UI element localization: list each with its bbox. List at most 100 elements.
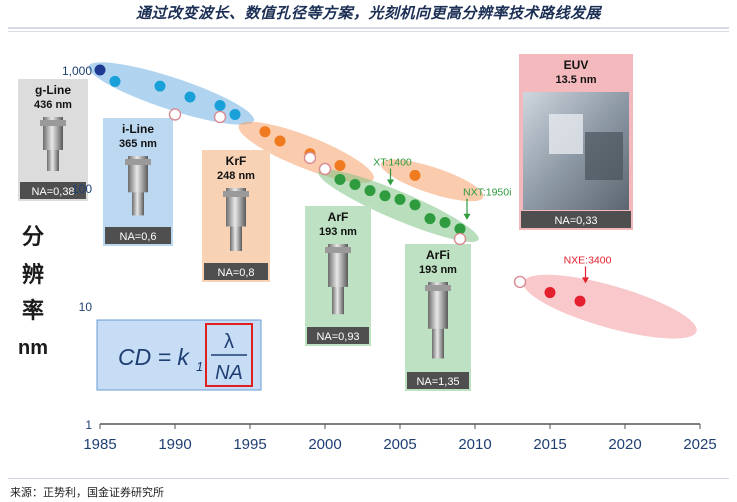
y-tick-label: 1: [85, 418, 92, 432]
na-label-bg: [204, 263, 268, 280]
na-label-bg: [105, 227, 171, 244]
y-tick-label: 100: [72, 182, 92, 196]
hollow-point-5: [513, 275, 527, 289]
na-label-bg: [20, 182, 86, 199]
source-note: 来源：正势利，国金证券研究所: [10, 486, 164, 499]
hollow-point-4: [453, 232, 467, 246]
euv-machine-part: [585, 132, 623, 180]
lens-image: [128, 156, 148, 193]
na-label-bg: [407, 372, 469, 389]
footer-rule: [8, 478, 729, 479]
annotation-arrowhead: [582, 277, 589, 284]
tech-name: g-Line: [35, 83, 71, 97]
na-label-bg: [521, 211, 631, 228]
y-tick-label: 10: [79, 300, 93, 314]
lens-image: [432, 328, 444, 359]
x-tick-label: 2015: [533, 436, 566, 453]
x-tick-label: 2000: [308, 436, 341, 453]
tech-box-euv: EUV 13.5 nm NA=0,33: [519, 54, 633, 230]
era-band-0: [88, 62, 255, 125]
hollow-point-0: [168, 108, 182, 121]
data-points: [94, 64, 586, 307]
data-point-s0-0: [94, 64, 106, 76]
chart-title: 通过改变波长、数值孔径等方案，光刻机向更高分辨率技术路线发展: [135, 4, 601, 22]
annotation-arrowhead: [387, 179, 394, 186]
y-tick-label: 1,000: [62, 64, 92, 78]
data-point-s1-4: [229, 108, 241, 120]
lens-image: [40, 120, 66, 126]
x-tick-label: 2025: [683, 436, 716, 453]
title-rule: [8, 27, 729, 29]
annotation-label: XT:1400: [373, 157, 412, 169]
data-point-s2-4: [409, 169, 421, 181]
lens-image: [428, 282, 448, 329]
tech-wavelength: 436 nm: [34, 99, 72, 111]
tech-wavelength: 248 nm: [217, 170, 255, 182]
x-tick-label: 1990: [158, 436, 191, 453]
euv-machine-part: [549, 114, 583, 154]
na-label: NA=1,35: [416, 376, 459, 388]
data-point-s3-2: [364, 185, 376, 197]
tech-name: KrF: [226, 154, 247, 168]
data-point-s4-1: [574, 295, 586, 307]
tech-name: ArFi: [426, 248, 450, 262]
data-point-s3-6: [424, 213, 436, 225]
lens-image: [325, 247, 351, 253]
annotation-label: NXT:1950i: [463, 187, 511, 199]
y-axis-label-char: 辨: [22, 262, 44, 287]
data-point-s3-3: [379, 190, 391, 202]
annotation-label: NXE:3400: [564, 254, 612, 266]
na-label: NA=0,93: [316, 331, 359, 343]
formula-subscript: 1: [196, 359, 203, 374]
data-point-s2-0: [259, 126, 271, 138]
na-label: NA=0,6: [120, 231, 157, 243]
data-point-s3-4: [394, 193, 406, 205]
tech-box-arf: ArF 193 nm NA=0,93: [305, 206, 371, 346]
x-tick-label: 2005: [383, 436, 416, 453]
data-point-s3-8: [454, 223, 466, 235]
lens-image: [332, 286, 344, 315]
tech-wavelength: 13.5 nm: [556, 74, 597, 86]
data-point-s1-3: [214, 100, 226, 112]
x-tick-label: 2020: [608, 436, 641, 453]
data-point-s2-3: [334, 160, 346, 172]
era-band-2: [380, 159, 484, 202]
tech-wavelength: 193 nm: [419, 264, 457, 276]
tech-name: i-Line: [122, 122, 154, 136]
y-axis-label-char: nm: [18, 337, 48, 359]
na-label: NA=0,33: [554, 215, 597, 227]
x-tick-label: 1995: [233, 436, 266, 453]
lens-image: [425, 285, 451, 291]
formula-denominator: NA: [215, 362, 243, 384]
era-band-4: [523, 274, 697, 339]
data-point-s3-7: [439, 217, 451, 229]
annotation-arrowhead: [463, 213, 471, 220]
tech-wavelength: 193 nm: [319, 226, 357, 238]
lens-image: [230, 226, 242, 251]
data-point-s3-5: [409, 199, 421, 211]
tech-name: ArF: [328, 210, 349, 224]
hollow-point-1: [213, 110, 227, 124]
lens-image: [125, 159, 151, 165]
data-point-s1-2: [184, 91, 196, 103]
tech-box-arfi: ArFi 193 nm NA=1,35: [405, 244, 471, 391]
lens-image: [223, 191, 249, 197]
x-tick-label: 1985: [83, 436, 116, 453]
data-point-s1-1: [154, 80, 166, 92]
formula-lhs: CD = k: [118, 344, 190, 370]
tech-name: EUV: [564, 58, 589, 72]
y-axis-label-char: 率: [22, 298, 44, 323]
title-rule-thin: [8, 31, 729, 32]
lens-image: [47, 150, 59, 171]
y-axis-label-char: 分: [22, 224, 44, 249]
lens-image: [226, 188, 246, 227]
formula-numerator: λ: [224, 331, 234, 353]
data-point-s2-1: [274, 135, 286, 147]
na-label-bg: [307, 327, 369, 344]
data-point-s4-0: [544, 287, 556, 299]
